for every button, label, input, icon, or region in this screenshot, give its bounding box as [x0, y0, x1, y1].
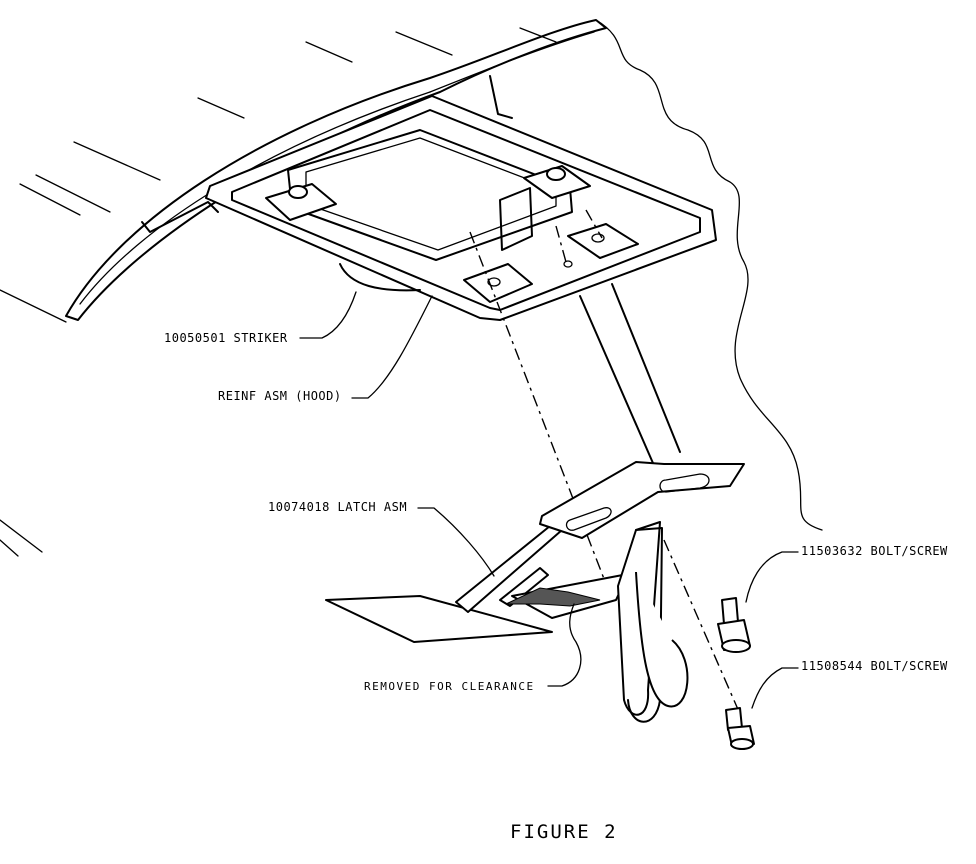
striker-pads: [265, 165, 639, 303]
latch-asm: [325, 461, 745, 723]
label-bolt-11503632: 11503632 BOLT/SCREW: [801, 544, 948, 558]
label-striker: 10050501 STRIKER: [164, 331, 288, 345]
bolt-screw-11508544: [725, 707, 755, 750]
bolt-screw-11503632: [717, 597, 751, 653]
label-bolt-11508544: 11508544 BOLT/SCREW: [801, 659, 948, 673]
latch-support-strut: [579, 283, 681, 471]
removed-section-hatch: [505, 587, 601, 607]
label-removed-for-clearance: REMOVED FOR CLEARANCE: [364, 680, 535, 693]
leader-lines: [299, 291, 799, 709]
figure-caption: FIGURE 2: [510, 821, 618, 843]
alignment-centerlines: [469, 209, 741, 715]
label-latch-asm: 10074018 LATCH ASM: [268, 500, 407, 514]
reinf-asm-hood: [205, 95, 717, 321]
label-reinf-asm: REINF ASM (HOOD): [218, 389, 342, 403]
hood-surface-lines: [0, 27, 557, 557]
section-break-line: [595, 19, 823, 531]
